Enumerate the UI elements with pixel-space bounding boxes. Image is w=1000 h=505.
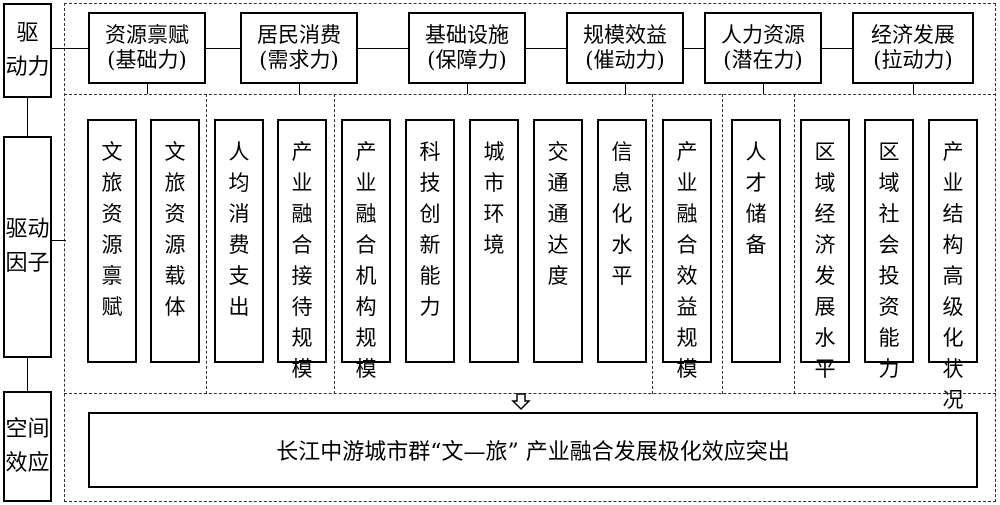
factor-box: 产业融合效益规模 [662, 119, 712, 381]
dimension-connector [206, 48, 240, 49]
factor-text: 文旅资源禀赋 [101, 140, 123, 319]
side-connector [27, 358, 28, 391]
result-text: 长江中游城市群“文—旅” 产业融合发展极化效应突出 [276, 440, 790, 465]
factor-text: 文旅资源载体 [164, 140, 186, 319]
side-label-driving-force: 驱动力 [3, 3, 52, 98]
dimension-box: 资源禀赋 (基础力) [88, 12, 206, 84]
dimension-connector [684, 48, 704, 49]
group-separator [794, 94, 795, 394]
factor-box: 产业融合机构规模 [341, 119, 391, 381]
side-label-text: 效应 [5, 450, 50, 476]
dimension-tick [467, 84, 468, 94]
result-box: 长江中游城市群“文—旅” 产业融合发展极化效应突出 [88, 412, 978, 488]
dimension-title: 经济发展 [871, 23, 955, 47]
factor-box: 城市环境 [469, 119, 519, 363]
dimension-title: 规模效益 [583, 23, 667, 47]
side-label-driving-factors: 驱动因子 [3, 136, 52, 358]
dimension-box: 规模效益 (催动力) [566, 12, 684, 84]
group-separator [334, 94, 335, 394]
factor-box: 人才储备 [731, 119, 781, 363]
factor-text: 产业结构高级化状况 [942, 140, 964, 412]
dimension-subtitle: (保障力) [427, 48, 507, 72]
dimension-title: 居民消费 [257, 23, 341, 47]
dimension-subtitle: (潜在力) [723, 48, 803, 72]
side-connector [52, 240, 66, 241]
side-label-text: 动力 [5, 54, 50, 80]
dimension-box: 经济发展 (拉动力) [852, 12, 974, 84]
factor-box: 区域经济发展水平 [800, 119, 850, 381]
side-label-spatial-effect: 空间效应 [3, 391, 52, 502]
factor-dashed-region [64, 94, 996, 394]
factor-text: 交通通达度 [547, 140, 569, 288]
factor-text: 产业融合机构规模 [355, 140, 377, 381]
dimension-title: 资源禀赋 [105, 23, 189, 47]
factor-box: 产业融合接待规模 [277, 119, 327, 381]
dimension-connector [358, 48, 408, 49]
group-separator [722, 94, 723, 394]
side-label-text: 因子 [5, 251, 50, 276]
dimension-connector [822, 48, 852, 49]
factor-box: 文旅资源禀赋 [87, 119, 137, 363]
dimension-box: 居民消费 (需求力) [240, 12, 358, 84]
dimension-box: 人力资源 (潜在力) [704, 12, 822, 84]
dimension-tick [913, 84, 914, 94]
factor-box: 文旅资源载体 [150, 119, 200, 363]
dimension-subtitle: (催动力) [585, 48, 665, 72]
factor-box: 人均消费支出 [214, 119, 264, 363]
dimension-title: 基础设施 [425, 23, 509, 47]
factor-box: 产业结构高级化状况 [928, 119, 978, 412]
down-arrow-icon [511, 393, 531, 411]
factor-box: 科技创新能力 [405, 119, 455, 363]
factor-text: 人均消费支出 [228, 140, 250, 319]
factor-text: 区域社会投资能力 [878, 140, 900, 381]
factor-text: 城市环境 [483, 140, 505, 257]
dimension-connector [526, 48, 566, 49]
outer-dashed-frame [64, 3, 996, 502]
side-connector [52, 48, 88, 49]
dimension-subtitle: (需求力) [259, 48, 339, 72]
factor-text: 产业融合接待规模 [291, 140, 313, 381]
factor-text: 区域经济发展水平 [814, 140, 836, 381]
factor-text: 科技创新能力 [419, 140, 441, 319]
dimension-tick [147, 84, 148, 94]
dimension-subtitle: (拉动力) [873, 48, 953, 72]
dimension-subtitle: (基础力) [107, 48, 187, 72]
group-separator [206, 94, 207, 394]
side-connector [27, 98, 28, 136]
factor-text: 信息化水平 [611, 140, 633, 288]
factor-text: 人才储备 [745, 140, 767, 257]
side-label-text: 空间 [5, 416, 50, 442]
side-label-text: 驱 [16, 20, 39, 46]
dimension-box: 基础设施 (保障力) [408, 12, 526, 84]
factor-box: 交通通达度 [533, 119, 583, 363]
dimension-tick [299, 84, 300, 94]
dimension-tick [625, 84, 626, 94]
dimension-title: 人力资源 [721, 23, 805, 47]
factor-text: 产业融合效益规模 [676, 140, 698, 381]
group-separator [652, 94, 653, 394]
factor-box: 区域社会投资能力 [864, 119, 914, 381]
side-label-text: 驱动 [5, 217, 50, 242]
dimension-tick [763, 84, 764, 94]
factor-box: 信息化水平 [597, 119, 647, 363]
